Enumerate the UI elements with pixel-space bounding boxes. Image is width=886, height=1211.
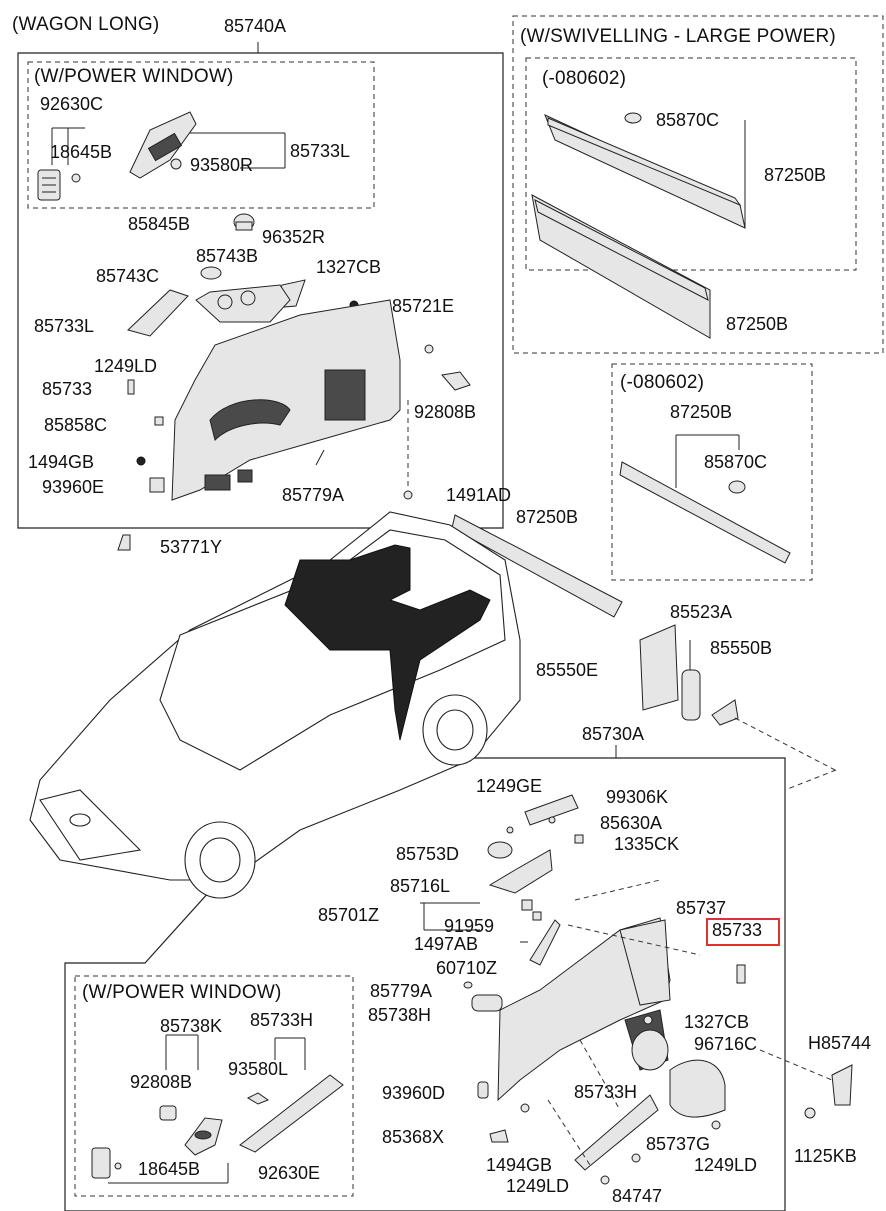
part-label[interactable]: 53771Y (160, 537, 223, 557)
part-label[interactable]: 85701Z (318, 905, 380, 925)
part-label[interactable]: 93580R (190, 155, 254, 175)
part-label[interactable]: 84747 (612, 1186, 663, 1206)
part-label[interactable]: 93580L (228, 1059, 289, 1079)
part-label[interactable]: 87250B (670, 402, 733, 422)
part-label[interactable]: 60710Z (436, 958, 498, 978)
part-label[interactable]: 92630C (40, 94, 104, 114)
part-label[interactable]: 93960D (382, 1083, 446, 1103)
wagon-long-frame (17, 52, 504, 529)
part-label[interactable]: 1494GB (28, 452, 95, 472)
part-label[interactable]: 85733H (574, 1082, 638, 1102)
group-label-wagon-long: (WAGON LONG) (12, 14, 160, 35)
power-window-bottom-box (74, 975, 354, 1197)
part-label[interactable]: 85737G (646, 1134, 711, 1154)
part-label[interactable]: 85845B (128, 214, 191, 234)
part-label[interactable]: 85733L (34, 316, 95, 336)
clip-icon (233, 213, 255, 231)
clip-icon (441, 371, 471, 391)
group-label-swivelling: (W/SWIVELLING - LARGE POWER) (520, 26, 836, 47)
part-label[interactable]: 85743B (196, 246, 259, 266)
part-label[interactable]: 92808B (130, 1072, 193, 1092)
fire-extinguisher-icon (681, 640, 701, 721)
part-label[interactable]: 85738H (368, 1005, 432, 1025)
part-label[interactable]: 85753D (396, 844, 460, 864)
part-label[interactable]: 85523A (670, 602, 733, 622)
clip-icon (117, 534, 131, 551)
part-label[interactable]: 85630A (600, 813, 663, 833)
date-a-box (525, 57, 857, 271)
part-label[interactable]: 85550B (710, 638, 773, 658)
part-label[interactable]: 18645B (50, 142, 113, 162)
date-b-box (611, 363, 813, 581)
part-label[interactable]: 85740A (224, 16, 287, 36)
part-label[interactable]: 85733L (290, 141, 351, 161)
part-label[interactable]: 1249GE (476, 776, 543, 796)
part-label[interactable]: 85721E (392, 296, 455, 316)
part-label[interactable]: 87250B (726, 314, 789, 334)
part-label[interactable]: 1249LD (94, 356, 158, 376)
part-label[interactable]: 85716L (390, 876, 451, 896)
part-label[interactable]: 85737 (676, 898, 727, 918)
part-label[interactable]: 1491AD (446, 485, 512, 505)
car-body-icon (29, 511, 521, 899)
part-label[interactable]: 85779A (370, 981, 433, 1001)
part-label[interactable]: 93960E (42, 477, 105, 497)
part-label[interactable]: 1494GB (486, 1155, 553, 1175)
part-label[interactable]: 91959 (444, 916, 495, 936)
part-label[interactable]: 85870C (704, 452, 768, 472)
part-label[interactable]: 1497AB (414, 934, 479, 954)
part-label[interactable]: 96716C (694, 1034, 758, 1054)
part-label[interactable]: 85368X (382, 1127, 445, 1147)
part-label[interactable]: 85733H (250, 1010, 314, 1030)
screw-icon (403, 490, 413, 500)
part-label[interactable]: 87250B (516, 507, 579, 527)
part-label[interactable]: 85858C (44, 415, 108, 435)
group-label-power-window-bottom: (W/POWER WINDOW) (82, 982, 282, 1003)
part-label[interactable]: H85744 (808, 1033, 872, 1053)
part-label[interactable]: 92630E (258, 1163, 321, 1183)
part-label[interactable]: 99306K (606, 787, 669, 807)
highlight-box (706, 918, 780, 946)
part-label[interactable]: 85550E (536, 660, 599, 680)
part-label[interactable]: 85743C (96, 266, 160, 286)
part-label[interactable]: 85870C (656, 110, 720, 130)
swivelling-box (512, 15, 884, 354)
highlighted-part-label[interactable]: 85733 (712, 920, 763, 940)
scuff-plate-icon (619, 461, 791, 564)
bottom-frame (64, 757, 786, 1211)
part-label[interactable]: 85738K (160, 1016, 223, 1036)
part-label[interactable]: 92808B (414, 402, 477, 422)
switch-icon (37, 169, 61, 201)
part-label[interactable]: 1327CB (316, 257, 382, 277)
scuff-plate-icon (531, 194, 711, 339)
group-label-power-window-top: (W/POWER WINDOW) (34, 66, 234, 87)
trim-panel-icon (497, 917, 671, 1102)
part-label[interactable]: 1125KB (794, 1146, 857, 1166)
part-label[interactable]: 87250B (764, 165, 827, 185)
part-label[interactable]: 18645B (138, 1159, 201, 1179)
part-label[interactable]: 85733 (42, 379, 93, 399)
part-label[interactable]: 85730A (582, 724, 645, 744)
screw-icon (804, 1107, 816, 1119)
group-label-date-b: (-080602) (620, 372, 705, 393)
part-label[interactable]: 96352R (262, 227, 326, 247)
scuff-plate-icon (544, 114, 746, 229)
part-label[interactable]: 1249LD (506, 1176, 570, 1196)
trim-panel-icon (129, 111, 197, 179)
part-label[interactable]: 1327CB (684, 1012, 750, 1032)
part-label[interactable]: 1249LD (694, 1155, 758, 1175)
group-label-date-a: (-080602) (542, 68, 627, 89)
speaker-grille-icon (669, 1059, 726, 1118)
scuff-plate-icon (451, 514, 623, 618)
power-window-top-box (27, 61, 375, 209)
part-label[interactable]: 1335CK (614, 834, 680, 854)
part-label[interactable]: 85779A (282, 485, 345, 505)
trim-panel-icon (171, 299, 401, 501)
